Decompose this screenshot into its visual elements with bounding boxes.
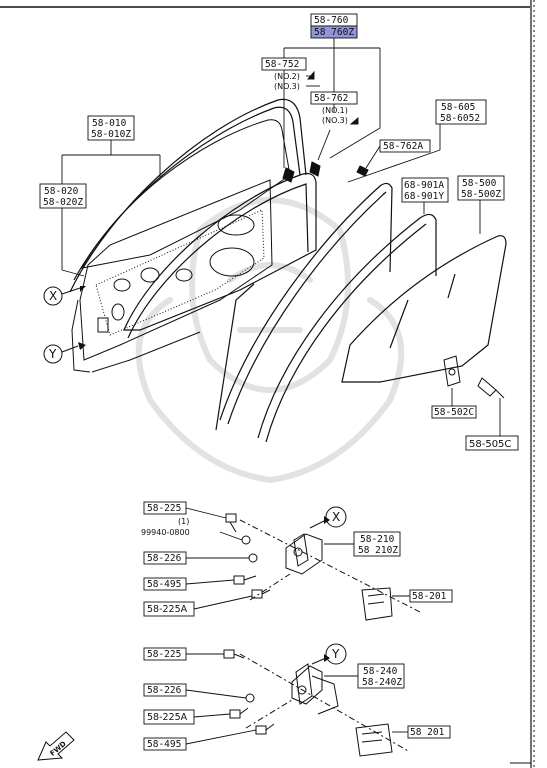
- label-no2: (NO.2): [274, 72, 300, 81]
- label-58-226-bot: 58-226: [147, 685, 182, 696]
- label-58-010z: 58-010Z: [91, 129, 131, 140]
- label-99940-0800: 99940-0800: [141, 528, 190, 537]
- upper-callouts: [39, 13, 519, 451]
- label-58-210: 58-210: [360, 534, 395, 545]
- glass-bracket: [443, 355, 505, 399]
- label-58-225-bot: 58-225: [147, 649, 181, 660]
- label-58-226-top: 58-226: [147, 553, 182, 564]
- label-58-500: 58-500: [462, 178, 497, 189]
- marker-x-left-text: X: [49, 289, 57, 303]
- label-no3-b: (NO.3): [322, 116, 348, 125]
- label-68-901y: 68-901Y: [404, 191, 444, 202]
- label-68-901a: 68-901A: [404, 180, 444, 191]
- clips: [282, 161, 369, 183]
- marker-y-left: [43, 342, 86, 364]
- label-58-020z: 58-020Z: [43, 197, 83, 208]
- label-58-240z: 58-240Z: [362, 677, 402, 688]
- label-58-502c: 58-502C: [434, 407, 474, 418]
- label-58-495-top: 58-495: [147, 579, 181, 590]
- label-no3-a: (NO.3): [274, 82, 300, 91]
- label-note-1: (1): [178, 517, 189, 526]
- page-frame: [0, 0, 535, 768]
- label-58-225a-top: 58-225A: [147, 604, 188, 615]
- door-weatherstrip-outer: [69, 98, 307, 293]
- fwd-arrow-icon: [37, 731, 75, 761]
- lower-hinge-callouts: [143, 647, 451, 751]
- label-58-762: 58-762: [314, 93, 348, 104]
- marker-x-hinge: [309, 506, 347, 529]
- marker-y-hinge-text: Y: [331, 647, 340, 661]
- label-58-225a-bot: 58-225A: [147, 712, 188, 723]
- marker-y-left-text: Y: [48, 347, 57, 361]
- door-panel: [71, 179, 273, 373]
- marker-x-left: [43, 286, 86, 306]
- label-58-760: 58-760: [314, 15, 349, 26]
- label-58-762a: 58-762A: [383, 141, 423, 152]
- marker-x-hinge-text: X: [332, 510, 340, 524]
- label-58-605z: 58-6052: [440, 113, 480, 124]
- watermark-emblem: [135, 197, 405, 484]
- label-58-225-top: 58-225: [147, 503, 181, 514]
- label-58-010: 58-010: [92, 118, 127, 129]
- upper-hinge: [225, 513, 421, 621]
- label-58-201-top: 58-201: [412, 591, 447, 602]
- labels: 58-760 58 760Z 58-752 (NO.2) (NO.3) 58-7…: [43, 15, 511, 758]
- label-58-752: 58-752: [265, 59, 299, 70]
- label-58-240: 58-240: [363, 666, 398, 677]
- label-58-495-bot: 58-495: [147, 739, 181, 750]
- upper-hinge-callouts: [143, 501, 453, 617]
- marker-y-hinge: [311, 643, 347, 665]
- label-58-201-bot: 58 201: [410, 727, 445, 738]
- label-58-760z: 58 760Z: [314, 27, 354, 38]
- label-58-020: 58-020: [44, 186, 79, 197]
- label-58-605: 58-605: [441, 102, 475, 113]
- label-no1: (NO.1): [322, 106, 348, 115]
- label-58-210z: 58 210Z: [358, 545, 398, 556]
- label-58-505c: 58-505C: [469, 439, 511, 450]
- glass-run-channel: [215, 182, 437, 443]
- door-glass: [341, 235, 507, 383]
- lower-hinge: [223, 649, 411, 757]
- label-58-500z: 58-500Z: [461, 189, 501, 200]
